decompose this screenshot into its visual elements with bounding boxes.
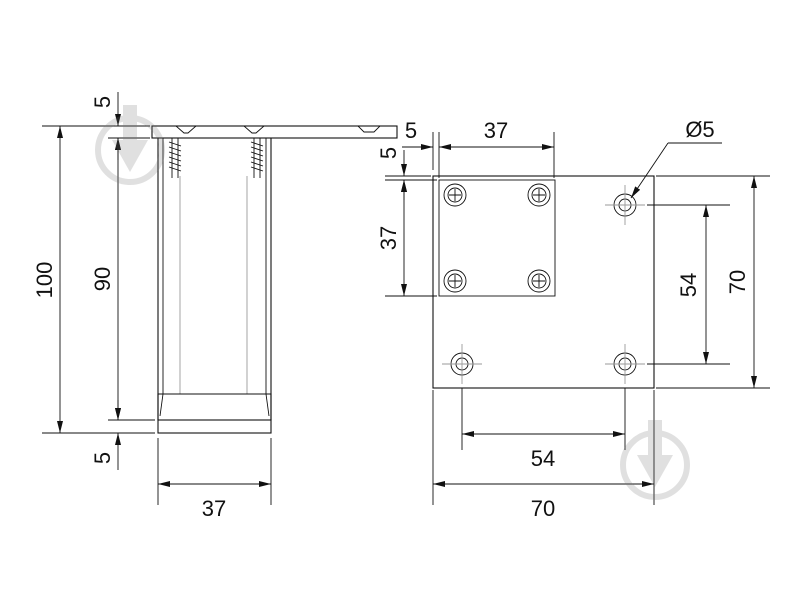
side-view: 100 90 5 5 37	[32, 92, 398, 521]
dim-total-height: 100	[32, 262, 57, 299]
dim-hole-diameter: Ø5	[685, 117, 714, 142]
phillips-screw-3	[443, 269, 467, 293]
dim-hole-spacing-x: 54	[531, 446, 555, 471]
dim-leg-width: 37	[202, 496, 226, 521]
dim-inner-height: 37	[376, 226, 401, 250]
screw-left	[168, 138, 182, 178]
foot-pad	[157, 393, 272, 421]
mounting-hole-top-right	[605, 185, 645, 225]
screw-right	[250, 138, 264, 178]
mounting-hole-bottom-right	[605, 344, 645, 384]
dim-plate-height: 70	[725, 270, 750, 294]
dim-plate-offset-y: 5	[376, 147, 401, 159]
phillips-screw-1	[443, 183, 467, 207]
dim-inner-width: 37	[484, 118, 508, 143]
phillips-screw-4	[527, 269, 551, 293]
plan-view: 5 37 5 37 Ø5 54 70 54 70	[376, 117, 770, 521]
top-plate	[151, 125, 398, 139]
mounting-plate	[432, 175, 655, 389]
dim-plate-offset-x: 5	[405, 118, 417, 143]
plate-countersink	[175, 125, 381, 134]
mounting-hole-bottom-left	[442, 344, 482, 384]
phillips-screw-2	[527, 183, 551, 207]
leg-footprint	[438, 179, 556, 297]
dim-hole-spacing-y: 54	[676, 273, 701, 297]
download-arrow-icon	[95, 105, 165, 185]
download-arrow-icon	[620, 420, 690, 500]
bottom-pad	[157, 419, 272, 434]
leg-body	[157, 138, 272, 420]
dim-bottom-pad: 5	[90, 452, 115, 464]
dim-leg-height: 90	[90, 267, 115, 291]
dim-top-plate: 5	[90, 96, 115, 108]
dim-plate-width: 70	[531, 496, 555, 521]
